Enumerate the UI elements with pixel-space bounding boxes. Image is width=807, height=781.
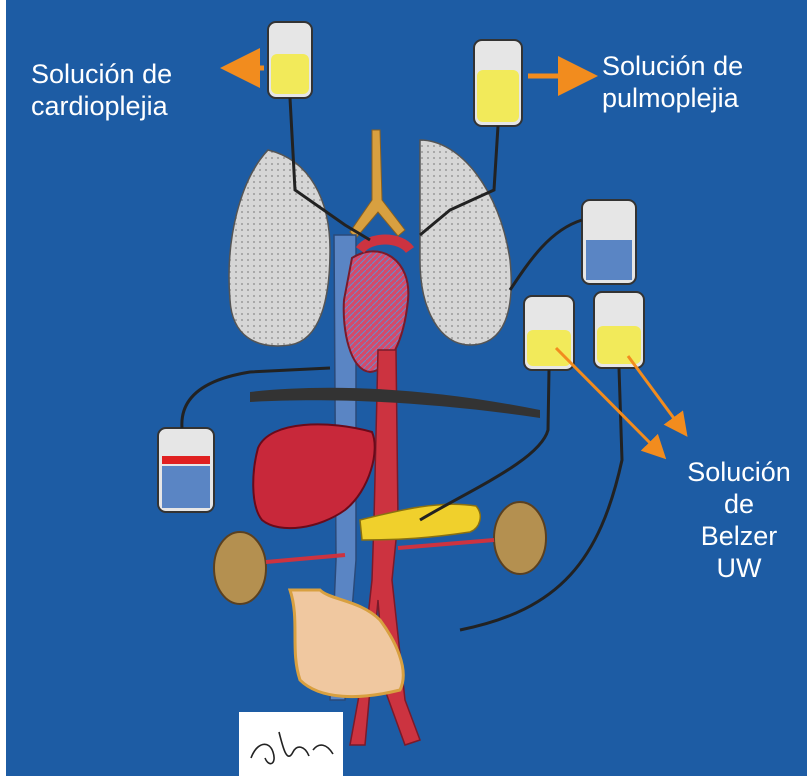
label-cardioplegia-line2: cardioplejia (31, 90, 172, 122)
label-cardioplegia: Solución de cardioplejia (31, 58, 172, 122)
label-pulmoplegia-line1: Solución de (602, 50, 743, 82)
signature (239, 712, 343, 776)
pulmoplegia-solution (477, 70, 519, 122)
cardioplegia-solution (271, 54, 309, 94)
collector-top-fluid (586, 240, 632, 280)
signature-image (239, 712, 343, 776)
label-belzer: Solución de Belzer UW (676, 456, 802, 584)
left-kidney (214, 532, 266, 604)
collector-left-fluid (162, 466, 210, 508)
label-belzer-line2: de (676, 488, 802, 520)
collector-left-red (162, 456, 210, 464)
label-pulmoplegia: Solución de pulmoplejia (602, 50, 743, 114)
label-belzer-line3: Belzer (676, 520, 802, 552)
right-kidney (494, 502, 546, 574)
belzer-solution-2 (597, 326, 641, 364)
belzer-solution-1 (527, 330, 571, 366)
left-border (0, 0, 6, 776)
label-pulmoplegia-line2: pulmoplejia (602, 82, 743, 114)
label-belzer-line4: UW (676, 552, 802, 584)
label-belzer-line1: Solución (676, 456, 802, 488)
label-cardioplegia-line1: Solución de (31, 58, 172, 90)
